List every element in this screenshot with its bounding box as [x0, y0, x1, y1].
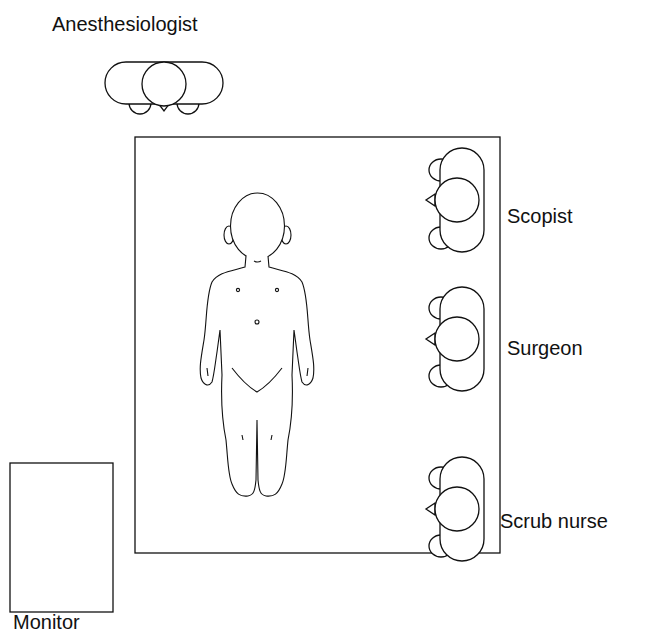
operating-table [135, 137, 500, 553]
role-label: Scopist [507, 204, 573, 228]
scopist-figure [426, 148, 484, 252]
surgeon-figure [426, 287, 484, 391]
equipment-label: Monitor [13, 610, 80, 634]
monitor-box [10, 463, 113, 612]
role-label: Surgeon [507, 336, 583, 360]
scrub-nurse-figure [426, 457, 484, 561]
role-label: Anesthesiologist [52, 12, 198, 36]
patient-figure [200, 193, 314, 496]
role-label: Scrub nurse [500, 509, 608, 533]
anesthesiologist-figure [105, 62, 223, 114]
